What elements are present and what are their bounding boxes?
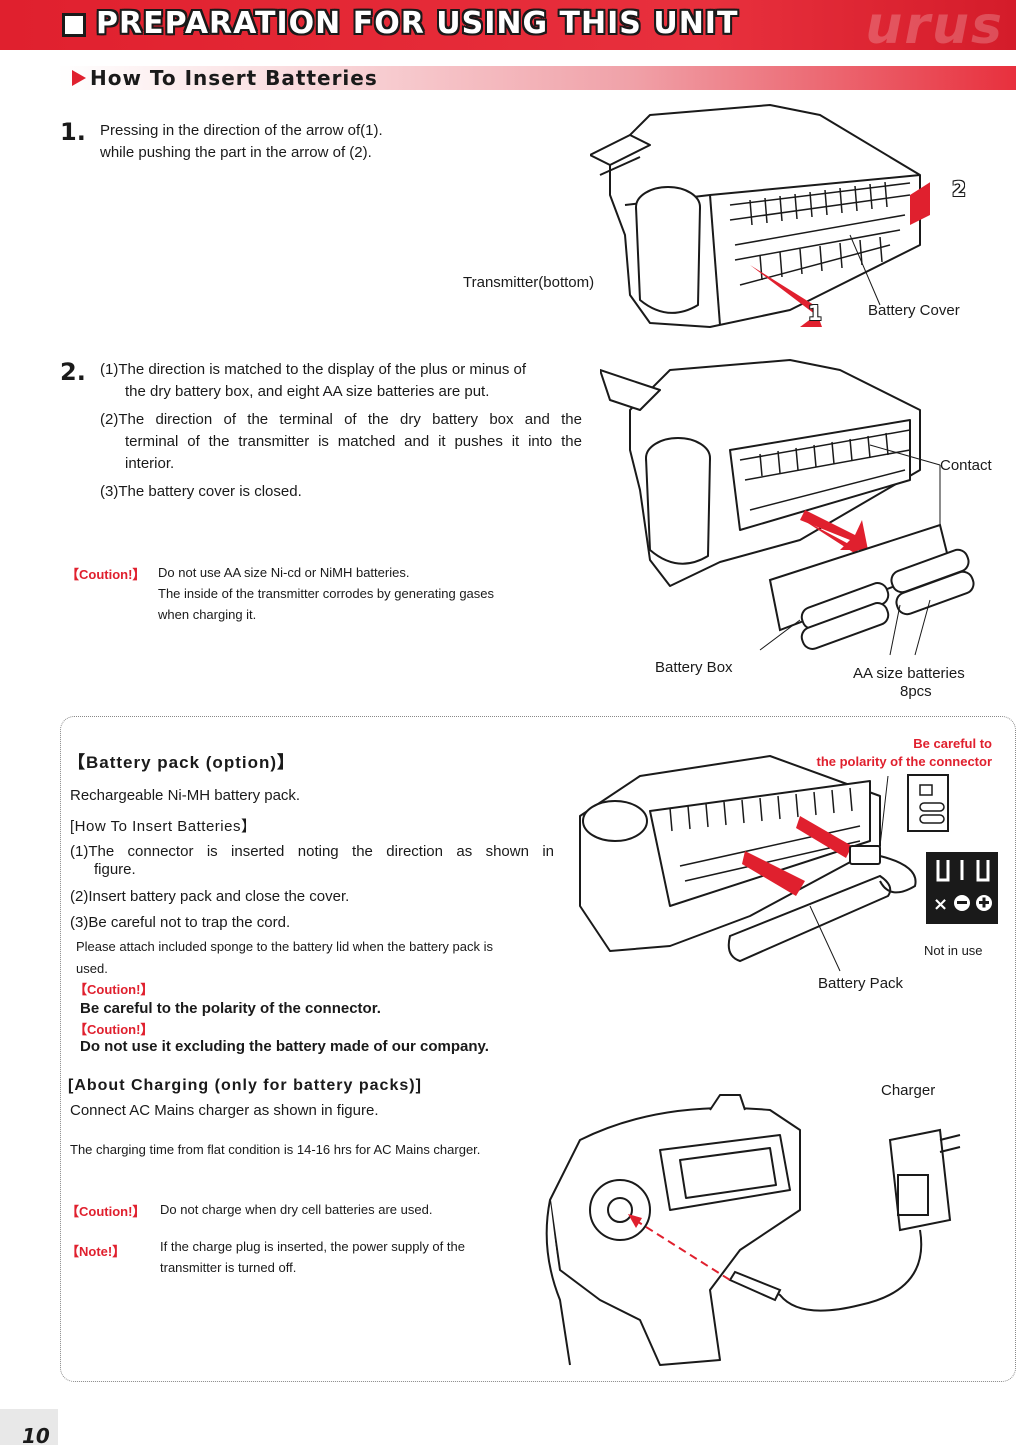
polarity-caution: Be careful to the polarity of the connec… — [80, 1000, 381, 1017]
charging-title: [About Charging (only for battery packs)… — [68, 1077, 422, 1094]
charging-time: The charging time from flat condition is… — [70, 1142, 481, 1157]
step-2-number: 2. — [60, 358, 86, 386]
count-label: 8pcs — [900, 683, 932, 700]
battery-pack-item-1b: figure. — [94, 861, 136, 878]
step-2-item-1a: (1)The direction is matched to the displ… — [100, 361, 527, 378]
sponge-note-b: used. — [76, 961, 108, 976]
transmitter-bottom-label: Transmitter(bottom) — [463, 274, 595, 291]
caution-tag: 【Coution!】 — [66, 567, 146, 582]
aa-batteries-label: AA size batteries — [853, 665, 965, 682]
charging-caution: Do not charge when dry cell batteries ar… — [160, 1202, 433, 1217]
section-title: How To Insert Batteries — [90, 66, 378, 90]
page-number: 10 — [22, 1424, 50, 1445]
page-number-tab — [0, 1409, 58, 1445]
battery-pack-illustration — [579, 755, 917, 972]
section-header: How To Insert Batteries — [58, 66, 1016, 90]
connector-diagram — [907, 774, 949, 832]
battery-pack-item-2: (2)Insert battery pack and close the cov… — [70, 888, 350, 905]
step-2-item-1b: the dry battery box, and eight AA size b… — [125, 383, 490, 400]
caution-text-2: The inside of the transmitter corrodes b… — [158, 586, 495, 601]
brand-watermark: urus — [865, 0, 1004, 50]
battery-box-label: Battery Box — [655, 659, 733, 676]
step-2-item-2c: interior. — [125, 455, 175, 472]
polarity-symbol-panel: × — [926, 852, 998, 924]
header-bar: urus PREPARATION FOR USING THIS UNIT — [0, 0, 1016, 50]
company-battery-caution: Do not use it excluding the battery made… — [80, 1038, 489, 1055]
battery-pack-item-1a: (1)The connector is inserted noting the … — [70, 843, 554, 860]
page-title: PREPARATION FOR USING THIS UNIT — [96, 6, 739, 41]
arrow-2-label: 2 — [952, 177, 966, 201]
square-icon — [62, 13, 86, 37]
step-2-item-3: (3)The battery cover is closed. — [100, 483, 302, 500]
charging-intro: Connect AC Mains charger as shown in fig… — [70, 1102, 379, 1119]
caution-text-3: when charging it. — [158, 607, 257, 622]
battery-pack-title: 【Battery pack (option)】 — [68, 753, 296, 772]
charging-note-1: If the charge plug is inserted, the powe… — [160, 1239, 465, 1254]
note-tag: 【Note!】 — [66, 1244, 126, 1259]
triangle-arrow-icon — [72, 70, 86, 86]
polarity-warning-line-1: Be careful to — [913, 736, 992, 751]
charger-connection-illustration — [545, 1094, 961, 1366]
transmitter-bottom-illustration — [590, 104, 930, 328]
charging-note-2: transmitter is turned off. — [160, 1260, 297, 1275]
battery-pack-intro: Rechargeable Ni-MH battery pack. — [70, 787, 301, 804]
step-1-line-2: while pushing the part in the arrow of (… — [100, 144, 372, 161]
caution-text-1: Do not use AA size Ni-cd or NiMH batteri… — [158, 565, 410, 580]
not-in-use-label: Not in use — [924, 943, 983, 958]
caution-tag-2: 【Coution!】 — [74, 1022, 154, 1037]
polarity-warning-line-2: the polarity of the connector — [816, 754, 992, 769]
caution-tag: 【Coution!】 — [74, 982, 154, 997]
contact-label: Contact — [940, 457, 992, 474]
arrow-1-label: 1 — [808, 301, 822, 325]
battery-box-illustration — [600, 359, 975, 656]
step-2-item-2a: (2)The direction of the terminal of the … — [100, 411, 582, 428]
battery-cover-label: Battery Cover — [868, 302, 960, 319]
step-1-number: 1. — [60, 118, 86, 146]
charger-label: Charger — [881, 1082, 936, 1099]
battery-pack-label: Battery Pack — [818, 975, 904, 992]
step-2-item-2b: terminal of the transmitter is matched a… — [125, 433, 582, 450]
battery-pack-item-3: (3)Be careful not to trap the cord. — [70, 914, 291, 931]
sponge-note-a: Please attach included sponge to the bat… — [76, 939, 493, 954]
caution-tag: 【Coution!】 — [66, 1204, 146, 1219]
svg-text:×: × — [933, 894, 948, 915]
howto-title: [How To Insert Batteries】 — [70, 818, 257, 835]
step-1-line-1: Pressing in the direction of the arrow o… — [100, 122, 383, 139]
